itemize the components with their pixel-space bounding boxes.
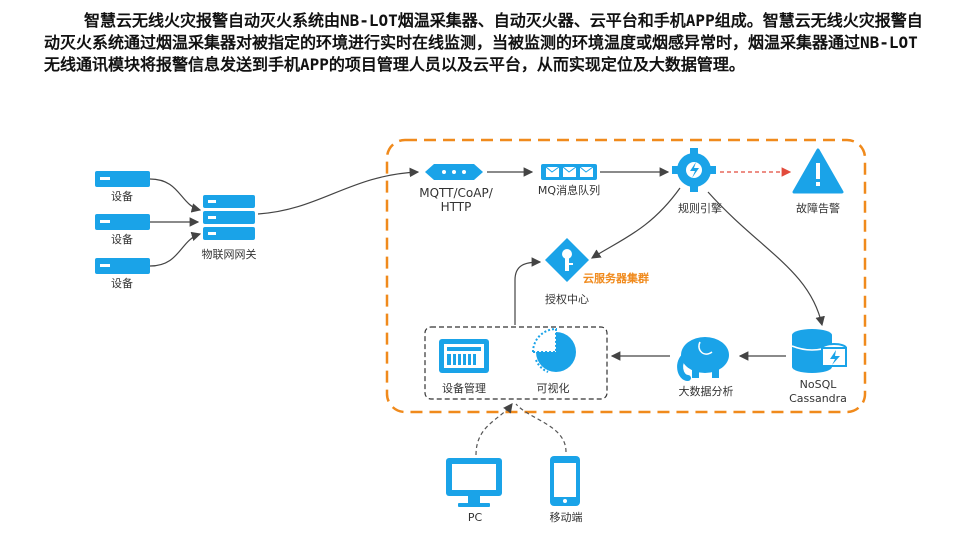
pc-label: PC [468,511,483,524]
device-3-label: 设备 [111,276,133,290]
big-data-label: 大数据分析 [679,384,734,398]
fault-alarm-label: 故障告警 [796,201,840,215]
desktop-icon [446,458,502,507]
rule-engine-label: 规则引擎 [678,201,722,215]
device-1: 设备 [95,171,150,203]
cloud-platform-boundary [385,138,867,414]
dashboard-icon [439,339,489,373]
elephant-icon [677,337,729,381]
key-icon [545,238,589,282]
device-1-label: 设备 [111,189,133,203]
nosql-label-2: Cassandra [789,392,847,405]
pie-chart-icon [531,327,576,373]
device-2-label: 设备 [111,232,133,246]
protocol-icon [425,164,483,180]
mobile-label: 移动端 [550,511,583,524]
mobile-phone-icon [550,456,580,506]
mq-label: MQ消息队列 [538,183,600,197]
description-text: 智慧云无线火灾报警自动灭火系统由NB-LOT烟温采集器、自动灭火器、云平台和手机… [44,11,923,74]
description-paragraph: 智慧云无线火灾报警自动灭火系统由NB-LOT烟温采集器、自动灭火器、云平台和手机… [44,10,924,76]
iot-gateway: 物联网网关 [202,195,257,261]
warning-icon [792,148,844,194]
device-2: 设备 [95,214,150,246]
visualization-label: 可视化 [537,381,570,395]
client-app-boundary [424,326,608,400]
device-mgmt-label: 设备管理 [442,381,486,395]
protocol-label-1: MQTT/CoAP/ [419,186,493,200]
cloud-cluster-label: 云服务器集群 [583,271,649,285]
gateway-label: 物联网网关 [202,247,257,261]
device-3: 设备 [95,258,150,290]
database-icon [791,329,847,373]
mq-icon [541,164,597,180]
auth-center-label: 授权中心 [545,292,589,306]
nosql-label-1: NoSQL [800,378,838,391]
protocol-label-2: HTTP [441,200,472,214]
gear-icon [672,148,716,192]
